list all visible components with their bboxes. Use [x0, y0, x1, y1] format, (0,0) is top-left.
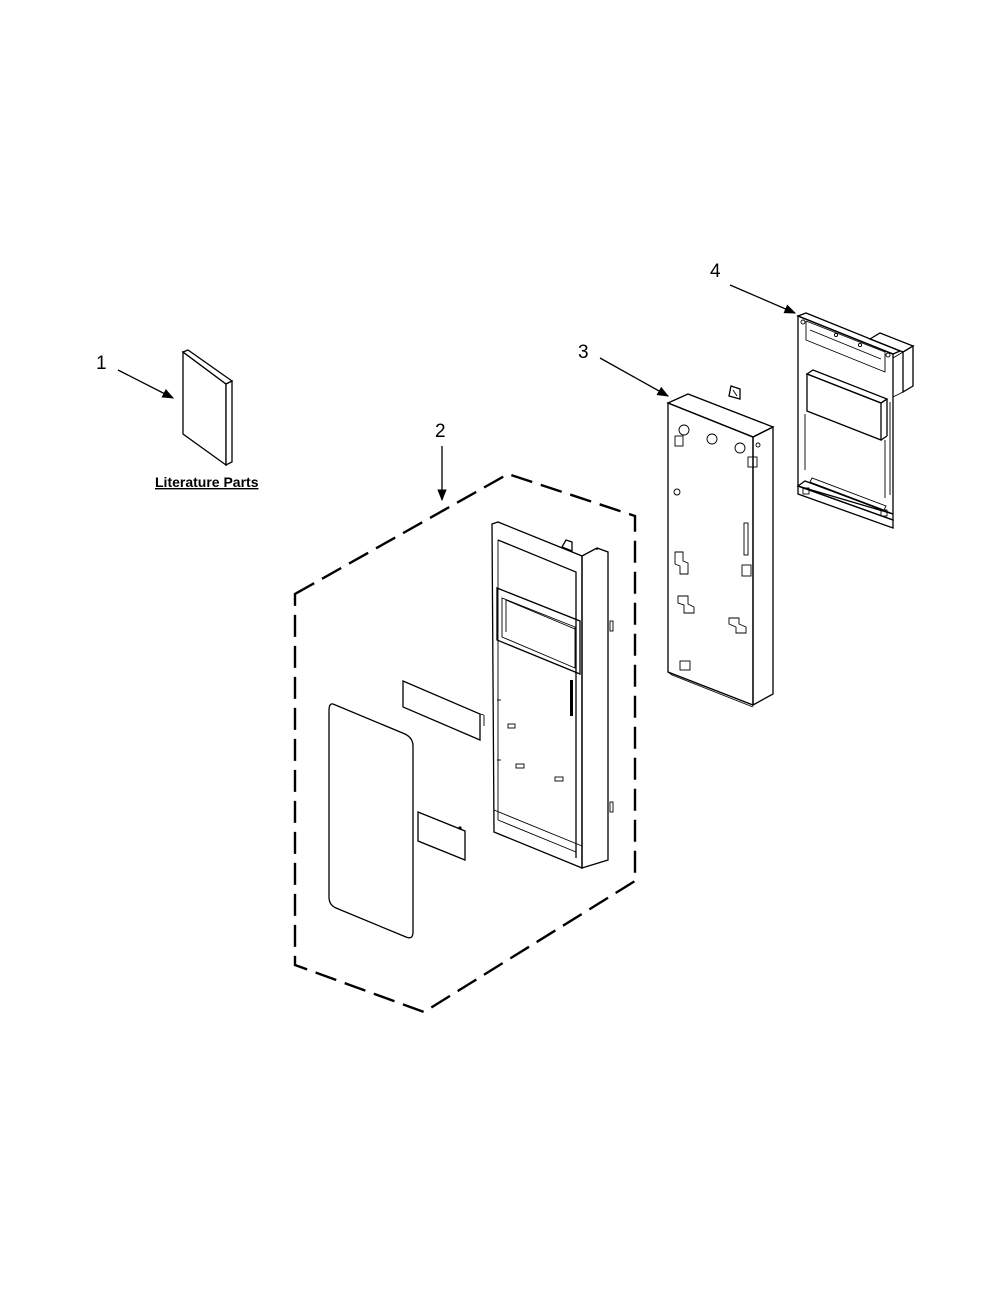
callout-1-label: 1	[96, 353, 107, 374]
control-box-icon	[666, 385, 775, 708]
callout-1-arrow	[117, 369, 175, 399]
control-panel-frame-icon	[491, 521, 614, 869]
display-window-icon	[402, 680, 485, 741]
keypad-overlay-icon	[328, 703, 414, 939]
part-3-control-box[interactable]: 3	[578, 342, 775, 708]
part-2-control-panel-kit[interactable]: 2	[293, 421, 637, 1014]
kit-group-dashed-outline	[293, 472, 637, 1014]
callout-3-arrow	[599, 357, 670, 397]
callout-4-label: 4	[710, 261, 721, 282]
part-4-control-board[interactable]: 4	[710, 261, 915, 529]
literature-parts-label: Literature Parts	[155, 474, 259, 490]
callout-2-label: 2	[435, 421, 446, 442]
part-1-literature-booklet[interactable]: 1 Literature Parts	[96, 349, 259, 490]
membrane-tail-icon	[417, 811, 466, 861]
callout-4-arrow	[729, 284, 797, 314]
control-board-icon	[796, 312, 915, 529]
literature-booklet-icon	[181, 349, 234, 467]
callout-3-label: 3	[578, 342, 589, 363]
